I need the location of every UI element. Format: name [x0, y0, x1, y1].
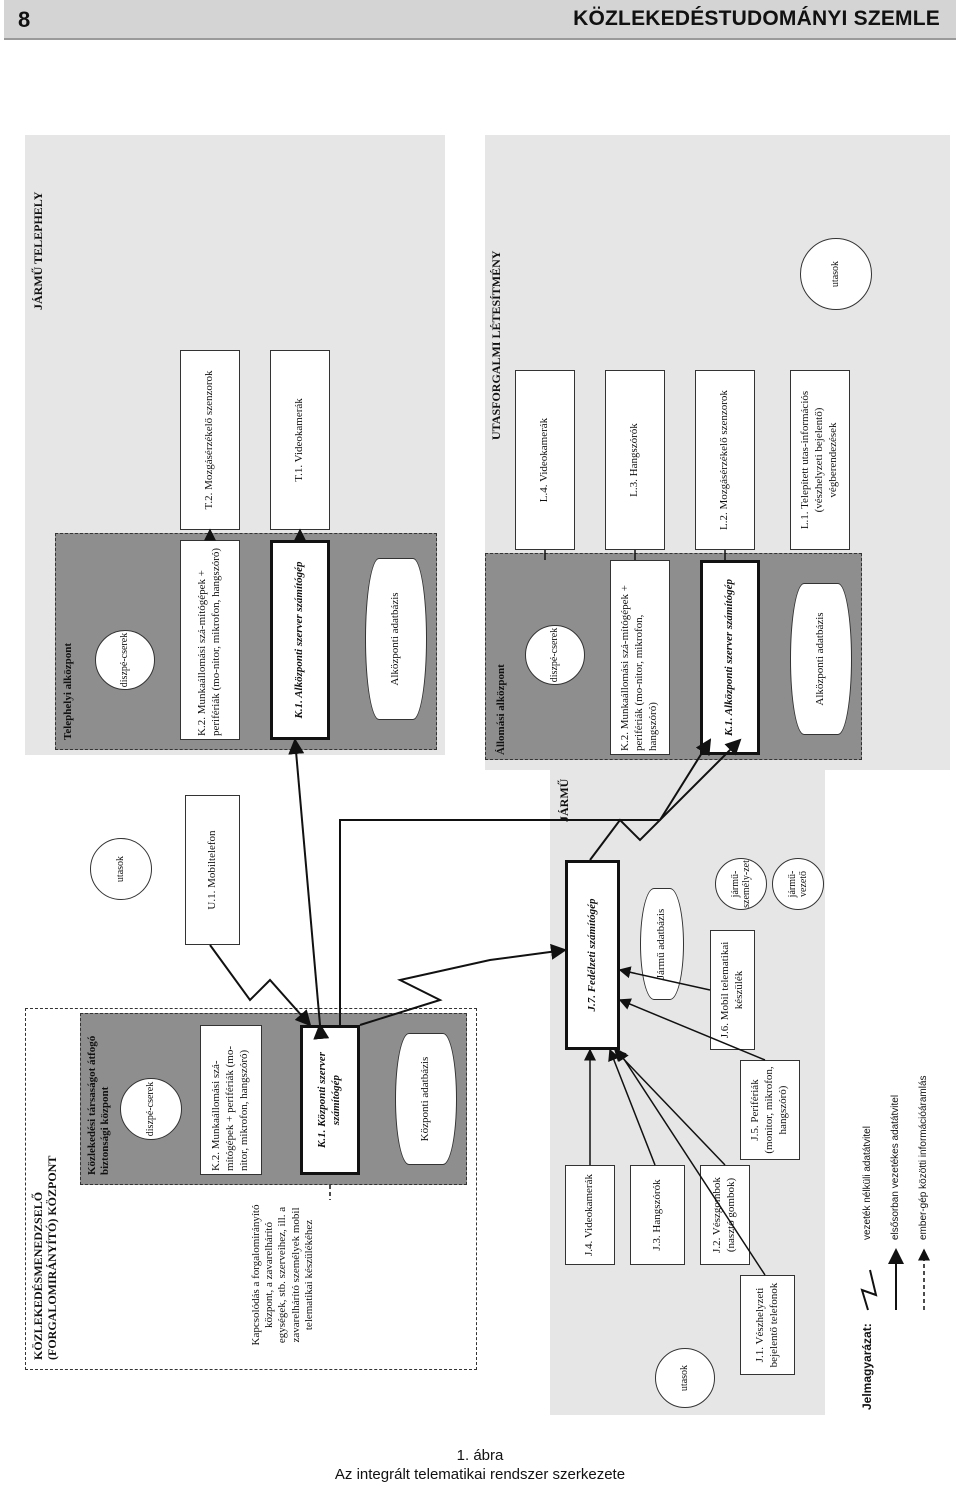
legend-wireless: vezeték nélküli adatátvitel	[862, 1126, 873, 1240]
connection-lines	[204, 528, 766, 1276]
figure-caption-title: Az integrált telematikai rendszer szerke…	[334, 1466, 626, 1483]
figure-caption-number: 1. ábra	[456, 1447, 504, 1464]
rotated-diagram-canvas: KÖZLEKEDÉSMENEDZSELŐ (FORGALOMIRÁNYÍTÓ) …	[20, 130, 950, 1420]
legend-wired: elsősorban vezetékes adatátvitel	[890, 1094, 901, 1240]
page-header: 8 KÖZLEKEDÉSTUDOMÁNYI SZEMLE	[4, 0, 956, 40]
legend-title: Jelmagyarázat:	[860, 1323, 874, 1410]
journal-title: KÖZLEKEDÉSTUDOMÁNYI SZEMLE	[573, 7, 940, 30]
page-number: 8	[18, 7, 31, 32]
legend-human-machine: ember-gép közötti információáramlás	[918, 1075, 929, 1240]
system-diagram: KÖZLEKEDÉSMENEDZSELŐ (FORGALOMIRÁNYÍTÓ) …	[20, 130, 950, 1420]
